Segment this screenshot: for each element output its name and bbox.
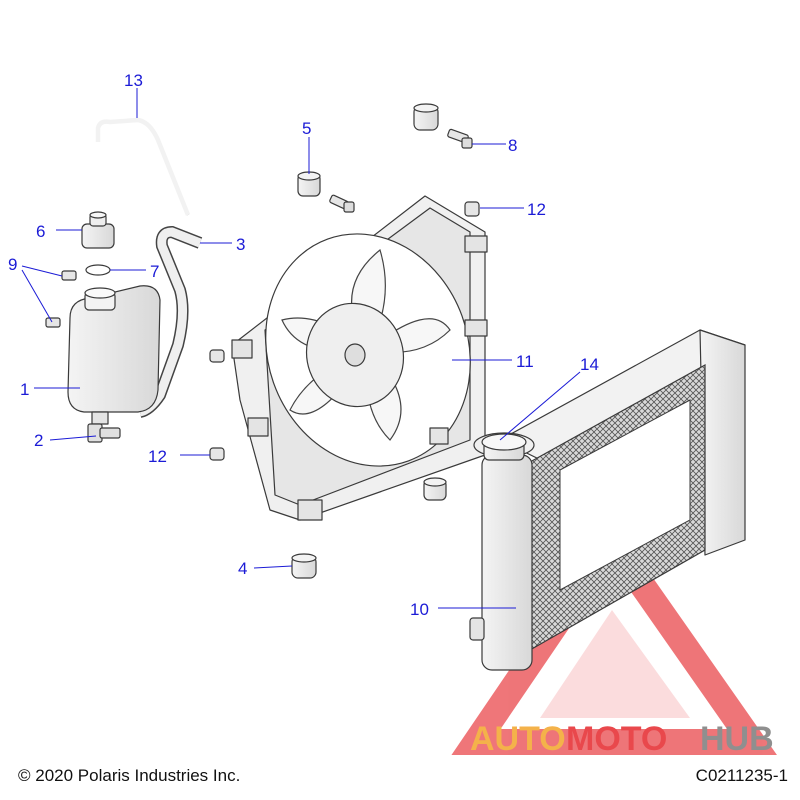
watermark-text: AUTO MOTO HUB: [470, 720, 774, 758]
overflow-hose-13: [95, 117, 191, 216]
callout-12-lower: 12: [148, 447, 167, 466]
radiator-cap-14: [473, 432, 535, 461]
callout-1: 1: [20, 380, 29, 399]
fitting-9: [45, 270, 77, 328]
watermark-hub: HUB: [700, 720, 774, 758]
callout-4: 4: [238, 559, 247, 578]
callout-11: 11: [516, 352, 534, 371]
watermark-auto: AUTO: [470, 720, 566, 758]
grommet-4: [291, 553, 317, 579]
reservoir-cap-6: [81, 211, 115, 249]
callout-10: 10: [410, 600, 429, 619]
callout-9: 9: [8, 255, 17, 274]
grommet-5: [297, 171, 321, 197]
leader-lines: [21, 88, 581, 609]
callout-12-top: 12: [527, 200, 546, 219]
bolt: [329, 194, 355, 213]
elbow-fitting-2: [87, 423, 121, 443]
callout-3: 3: [236, 235, 245, 254]
coolant-reservoir-1: [67, 285, 161, 425]
bolt-8: [447, 128, 473, 149]
callout-6: 6: [36, 222, 45, 241]
grommet-8-top: [413, 103, 439, 131]
bolt-small: [209, 349, 225, 363]
callout-14: 14: [580, 355, 599, 374]
callout-2: 2: [34, 431, 43, 450]
callout-5: 5: [302, 119, 311, 138]
fan-shroud-11: [231, 195, 488, 521]
o-ring-7: [85, 264, 111, 276]
watermark-moto: MOTO: [566, 720, 667, 758]
callout-13: 13: [124, 71, 143, 90]
callout-8: 8: [508, 136, 517, 155]
callout-7: 7: [150, 262, 159, 281]
bolt-12-lower: [209, 447, 225, 461]
bolt-12-top: [464, 201, 480, 217]
copyright-text: © 2020 Polaris Industries Inc.: [18, 766, 241, 785]
grommet: [423, 477, 447, 501]
callouts: 13 5 8 12 3 6 7 9 1 2 11 14 12 4 10: [8, 71, 599, 619]
radiator-10: [469, 329, 746, 671]
drawing-id: C0211235-1: [695, 766, 788, 785]
